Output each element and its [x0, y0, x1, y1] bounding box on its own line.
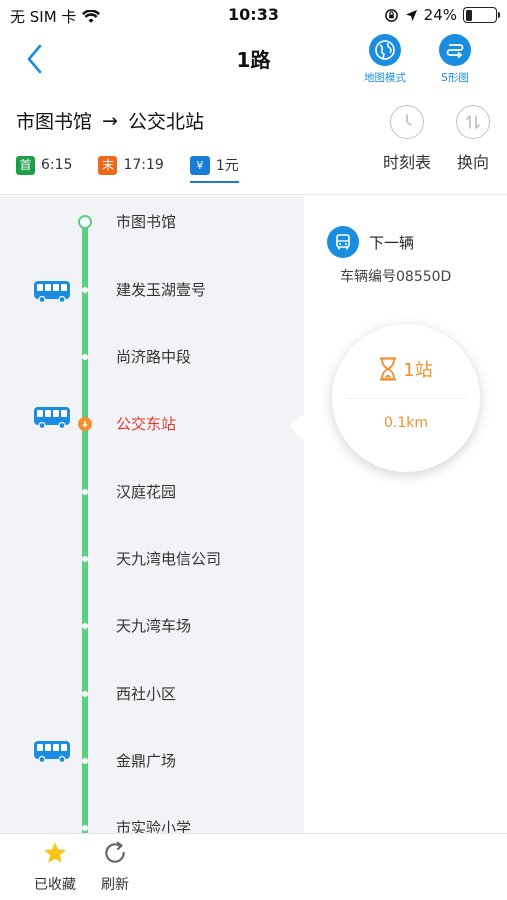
- fare-value: 1元: [215, 158, 239, 174]
- s-mode-label: S形图: [441, 72, 469, 84]
- wifi-icon: [82, 9, 101, 23]
- stop-item[interactable]: 市图书馆: [0, 202, 304, 242]
- stop-item[interactable]: 天九湾车场: [0, 606, 304, 646]
- stop-dot: [82, 354, 88, 360]
- stop-dot: [82, 556, 88, 562]
- stop-dot: [82, 758, 88, 764]
- battery-icon: [463, 7, 500, 23]
- stop-item[interactable]: 建发玉湖壹号: [0, 270, 304, 310]
- stop-dot: [82, 287, 88, 293]
- map-mode-label: 地图模式: [364, 72, 406, 84]
- location-icon: [405, 9, 417, 21]
- stop-name: 金鼎广场: [116, 752, 177, 770]
- last-time: 17:19: [123, 157, 164, 173]
- stops-list: 市图书馆 建发玉湖壹号 尚济路中段 公交东站 汉庭花园 天九湾电信公司 天九湾车…: [0, 196, 304, 833]
- stop-item[interactable]: 尚济路中段: [0, 337, 304, 377]
- stop-name: 天九湾电信公司: [116, 550, 222, 568]
- stop-item[interactable]: 天九湾电信公司: [0, 539, 304, 579]
- fare-badge: ¥: [189, 155, 210, 175]
- reverse-button[interactable]: 换向: [441, 105, 505, 173]
- next-bus-header: 下一辆: [327, 226, 414, 258]
- map-mode-button[interactable]: 地图模式: [355, 34, 415, 85]
- stop-dot: [82, 623, 88, 629]
- timetable-label: 时刻表: [382, 153, 431, 172]
- stop-name: 天九湾车场: [116, 617, 192, 635]
- refresh-label: 刷新: [101, 877, 129, 893]
- stop-item[interactable]: 西社小区: [0, 674, 304, 714]
- timetable-button[interactable]: 时刻表: [375, 105, 439, 173]
- last-badge: 末: [98, 155, 118, 175]
- fare: ¥ 1元: [189, 155, 239, 183]
- stops-away-row: 1站: [332, 356, 480, 382]
- route-arrow: →: [102, 109, 118, 132]
- battery-percent: 24%: [423, 6, 457, 24]
- page-title: 1路: [236, 48, 271, 72]
- nav-bar: 1路 地图模式 S形图: [0, 32, 507, 90]
- status-right: 24%: [384, 6, 500, 24]
- start-stop-marker: [78, 215, 92, 229]
- back-chevron-icon[interactable]: [22, 42, 50, 76]
- globe-icon: [369, 34, 401, 66]
- swap-icon: [456, 105, 490, 139]
- route-track: [82, 222, 88, 833]
- stop-name: 建发玉湖壹号: [116, 281, 207, 299]
- refresh-icon: [105, 841, 125, 863]
- stop-name: 市实验小学: [116, 819, 192, 833]
- route-meta: 首 6:15 末 17:19 ¥ 1元: [16, 147, 265, 183]
- favorite-button[interactable]: 已收藏: [30, 840, 80, 894]
- stop-item[interactable]: 公交东站: [0, 404, 304, 444]
- clock: 10:33: [228, 5, 279, 24]
- bus-front-icon: [327, 226, 359, 258]
- stop-dot: [82, 489, 88, 495]
- favorite-label: 已收藏: [34, 877, 76, 893]
- current-stop-marker: [78, 417, 92, 431]
- stop-name: 西社小区: [116, 685, 177, 703]
- stop-item[interactable]: 市实验小学: [0, 808, 304, 833]
- arrival-card[interactable]: 1站 0.1km: [332, 324, 480, 472]
- distance: 0.1km: [383, 415, 428, 431]
- carrier-group: 无 SIM 卡: [10, 6, 101, 27]
- stop-name: 尚济路中段: [116, 348, 192, 366]
- stop-name: 汉庭花园: [116, 483, 177, 501]
- clock-icon: [390, 105, 424, 139]
- next-bus-label: 下一辆: [369, 233, 415, 252]
- stop-item[interactable]: 金鼎广场: [0, 741, 304, 781]
- stops-away: 1站: [403, 360, 433, 381]
- bus-icon[interactable]: [34, 741, 70, 763]
- s-mode-button[interactable]: S形图: [425, 34, 485, 85]
- last-bus: 末 17:19: [98, 155, 164, 175]
- route-header: 市图书馆 → 公交北站 首 6:15 末 17:19 ¥ 1元 时刻表: [0, 95, 507, 195]
- bus-icon[interactable]: [34, 281, 70, 303]
- bus-icon[interactable]: [34, 407, 70, 429]
- hourglass-icon: [380, 357, 397, 381]
- stop-item[interactable]: 汉庭花园: [0, 472, 304, 512]
- carrier-text: 无 SIM 卡: [10, 8, 77, 26]
- stop-name: 市图书馆: [116, 213, 177, 231]
- s-route-icon: [439, 34, 471, 66]
- rotation-lock-icon: [384, 8, 398, 22]
- card-divider: [346, 398, 466, 399]
- refresh-button[interactable]: 刷新: [90, 840, 140, 894]
- first-badge: 首: [16, 155, 35, 175]
- vehicle-number: 车辆编号08550D: [340, 269, 452, 285]
- route-to: 公交北站: [127, 111, 204, 133]
- route-direction: 市图书馆 → 公交北站: [16, 107, 204, 134]
- stop-dot: [82, 825, 88, 831]
- reverse-label: 换向: [456, 153, 489, 172]
- first-bus: 首 6:15: [16, 155, 73, 175]
- route-from: 市图书馆: [16, 111, 93, 133]
- status-bar: 无 SIM 卡 10:33 24%: [0, 0, 507, 32]
- bottom-toolbar: 已收藏 刷新: [0, 833, 507, 900]
- first-time: 6:15: [41, 157, 73, 173]
- stop-dot: [82, 691, 88, 697]
- stop-name: 公交东站: [116, 415, 177, 433]
- star-icon: [44, 842, 66, 863]
